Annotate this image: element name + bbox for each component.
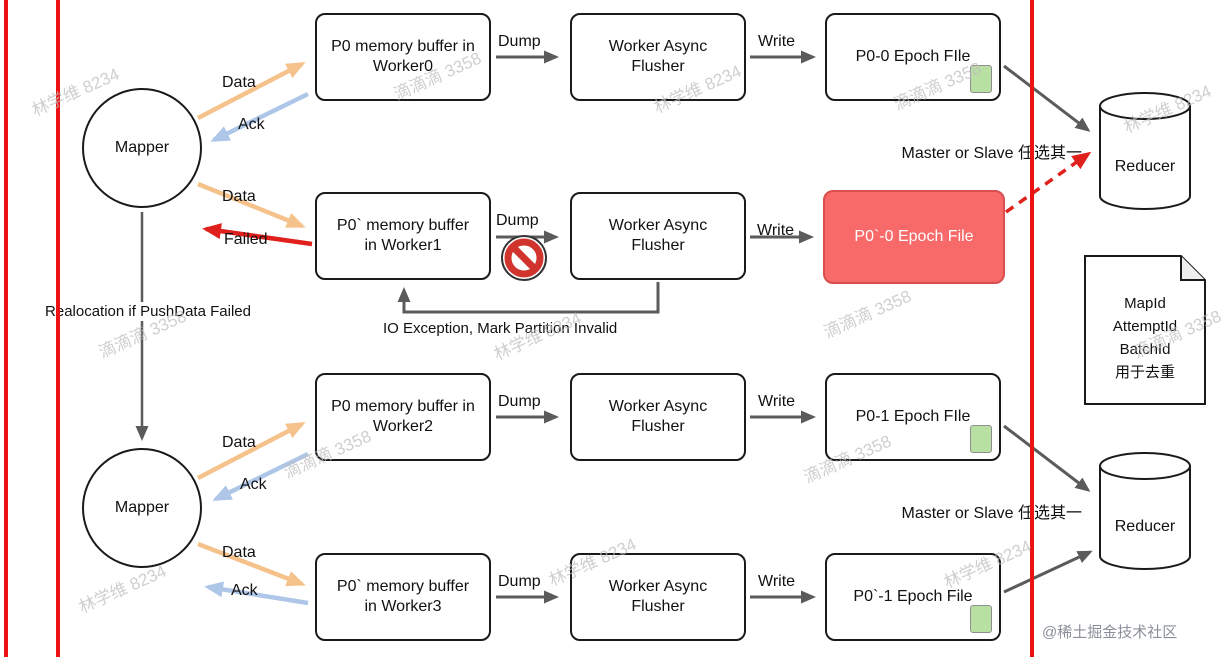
failed-label: Failed [224, 231, 268, 248]
ack-label-row3: Ack [240, 476, 267, 493]
epoch1-to-reducer-arrow [1003, 424, 1091, 492]
data-arrow-row3 [196, 422, 306, 480]
epoch-file-chip-icon [970, 605, 992, 633]
epoch-file-chip-icon [970, 65, 992, 93]
reallocation-label: Realocation if PushData Failed [14, 302, 282, 321]
epoch-p0b-1-label: P0`-1 Epoch File [853, 588, 973, 605]
epoch-p0-0-label: P0-0 Epoch FIle [855, 48, 971, 65]
red-border-line-left-outer [4, 0, 8, 657]
flusher-row3-node: Worker Async Flusher [570, 373, 746, 461]
epoch-file-chip-icon [970, 425, 992, 453]
note-mapid-line: MapId [1124, 295, 1166, 312]
reducer-top-label: Reducer [1114, 158, 1176, 175]
data-label-row3: Data [222, 434, 256, 451]
prohibited-icon [501, 235, 547, 281]
data-arrow-row2 [197, 181, 306, 229]
dump-label-row2: Dump [496, 212, 539, 229]
master-or-slave-label-top: Master or Slave 任选其一 [901, 145, 1083, 162]
flusher-row4-label: Worker Async Flusher [608, 578, 708, 615]
io-exception-feedback-arrow [397, 282, 660, 314]
ack-arrow-row3 [212, 451, 309, 502]
buffer-worker0-label: P0 memory buffer in Worker0 [331, 38, 475, 75]
flusher-row1-label: Worker Async Flusher [608, 38, 708, 75]
mapper-top-node: Mapper [82, 88, 202, 208]
write-label-row3: Write [758, 393, 796, 410]
mapper-bottom-label: Mapper [114, 499, 170, 516]
flusher-row2-label: Worker Async Flusher [608, 217, 708, 254]
dump-label-row3: Dump [498, 393, 541, 410]
reducer-cylinder-top [1099, 92, 1191, 210]
buffer-worker1-node: P0` memory buffer in Worker1 [315, 192, 491, 280]
buffer-worker0-node: P0 memory buffer in Worker0 [315, 13, 491, 101]
failed-epoch-to-reducer-dashed-arrow [1004, 151, 1092, 214]
failed-arrow [202, 223, 313, 247]
dump-label-row1: Dump [498, 33, 541, 50]
buffer-worker1-label: P0` memory buffer in Worker1 [336, 217, 470, 254]
epoch-p0-1-node: P0-1 Epoch FIle [825, 373, 1001, 461]
write-label-row1: Write [758, 33, 796, 50]
note-attemptid-line: AttemptId [1112, 318, 1178, 335]
buffer-worker3-node: P0` memory buffer in Worker3 [315, 553, 491, 641]
buffer-worker2-label: P0 memory buffer in Worker2 [331, 398, 475, 435]
epoch-failed-node: P0`-0 Epoch File [823, 190, 1005, 284]
dedup-note-shape [1084, 255, 1206, 405]
ack-arrow-row4 [204, 581, 309, 606]
epoch-failed-label: P0`-0 Epoch File [854, 228, 974, 245]
note-dedup-line: 用于去重 [1114, 364, 1175, 381]
mapper-top-label: Mapper [114, 139, 170, 156]
mapper-bottom-node: Mapper [82, 448, 202, 568]
ack-label-row1: Ack [238, 116, 265, 133]
buffer-worker2-node: P0 memory buffer in Worker2 [315, 373, 491, 461]
flusher-row2-node: Worker Async Flusher [570, 192, 746, 280]
write-label-row2: Write [757, 222, 795, 239]
data-label-row1: Data [222, 74, 256, 91]
epoch1b-to-reducer-arrow [1003, 550, 1093, 594]
note-batchid-line: BatchId [1119, 341, 1171, 358]
epoch0-to-reducer-arrow [1003, 64, 1091, 132]
dedup-note-text: MapId AttemptId BatchId 用于去重 [1085, 292, 1205, 384]
reducer-cylinder-bottom [1099, 452, 1191, 570]
reducer-bottom-label: Reducer [1114, 518, 1176, 535]
red-border-line-right [1030, 0, 1034, 657]
data-arrow-row4 [197, 541, 306, 587]
flusher-row3-label: Worker Async Flusher [608, 398, 708, 435]
epoch-p0-1-label: P0-1 Epoch FIle [855, 408, 971, 425]
data-label-row4: Data [222, 544, 256, 561]
ack-arrow-row1 [210, 91, 309, 143]
epoch-p0b-1-node: P0`-1 Epoch File [825, 553, 1001, 641]
master-or-slave-label-bottom: Master or Slave 任选其一 [901, 505, 1083, 522]
write-label-row4: Write [758, 573, 796, 590]
io-exception-label: IO Exception, Mark Partition Invalid [383, 320, 618, 337]
epoch-p0-0-node: P0-0 Epoch FIle [825, 13, 1001, 101]
red-border-line-left-inner [56, 0, 60, 657]
ack-label-row4: Ack [231, 582, 258, 599]
buffer-worker3-label: P0` memory buffer in Worker3 [336, 578, 470, 615]
flusher-row4-node: Worker Async Flusher [570, 553, 746, 641]
flusher-row1-node: Worker Async Flusher [570, 13, 746, 101]
data-label-row2: Data [222, 188, 256, 205]
community-credit-label: @稀土掘金技术社区 [1042, 624, 1178, 641]
data-arrow-row1 [196, 62, 306, 120]
dump-label-row4: Dump [498, 573, 541, 590]
